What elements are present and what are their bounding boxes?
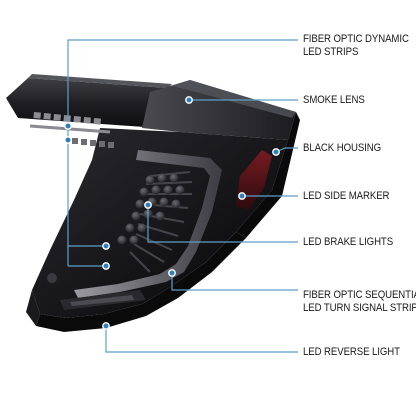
callout-fiber-optic-sequential: FIBER OPTIC SEQUENTIAL LED TURN SIGNAL S… xyxy=(303,289,416,315)
callout-line: SMOKE LENS xyxy=(303,94,365,106)
callout-led-brake-lights: LED BRAKE LIGHTS xyxy=(303,236,393,249)
callout-led-side-marker: LED SIDE MARKER xyxy=(303,190,389,203)
callout-line: LED SIDE MARKER xyxy=(303,190,390,202)
dynamic-led-segments-lower xyxy=(72,138,114,148)
callout-line: LED REVERSE LIGHT xyxy=(303,346,400,358)
smoke-lens-highlight xyxy=(172,80,296,118)
brake-led-dots xyxy=(117,173,185,245)
mount-hole xyxy=(47,273,57,283)
upper-lens-top-edge xyxy=(28,74,172,88)
black-housing-rim xyxy=(236,112,300,238)
housing-corner xyxy=(26,290,40,326)
callout-dots xyxy=(64,96,280,330)
reverse-light-lens xyxy=(70,295,134,306)
callout-line: FIBER OPTIC SEQUENTIAL xyxy=(303,289,416,301)
callout-fiber-optic-dynamic: FIBER OPTIC DYNAMIC LED STRIPS xyxy=(303,33,409,59)
callout-line: LED TURN SIGNAL STRIP xyxy=(303,302,416,314)
callout-line: LED BRAKE LIGHTS xyxy=(303,236,394,248)
callout-lines xyxy=(67,39,298,353)
dynamic-led-segments xyxy=(33,111,101,125)
smoke-lens-body xyxy=(142,80,296,140)
callout-line: BLACK HOUSING xyxy=(303,142,382,154)
lower-housing-edge xyxy=(36,232,246,332)
callout-black-housing: BLACK HOUSING xyxy=(303,142,381,155)
sequential-turn-strip xyxy=(74,150,222,298)
callout-led-reverse-light: LED REVERSE LIGHT xyxy=(303,346,400,359)
callout-line: LED STRIPS xyxy=(303,46,359,58)
black-housing-face xyxy=(32,128,288,318)
callout-line: FIBER OPTIC DYNAMIC xyxy=(303,33,409,45)
callout-smoke-lens: SMOKE LENS xyxy=(303,94,365,107)
